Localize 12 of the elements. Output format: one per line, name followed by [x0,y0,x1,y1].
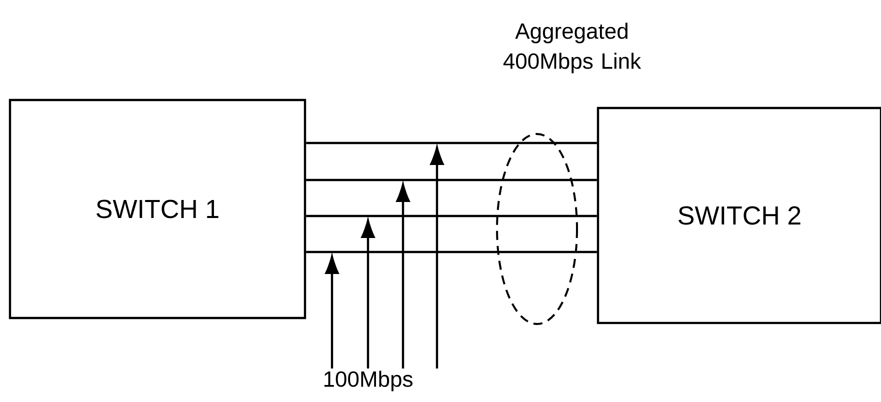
link-line [306,250,597,254]
speed-label: 100Mbps [324,370,412,392]
link-line [306,142,597,144]
leader-arrow [430,146,444,369]
switch-box: SWITCH 1 [8,98,306,320]
link-label: Aggregated 400Mbps Link [503,22,642,74]
switch-box: SWITCH 2 [596,106,881,324]
leader-arrow [396,184,410,369]
link-line [306,214,597,218]
link-line [306,178,597,182]
leader-arrow [361,220,375,369]
leader-arrow [325,256,339,369]
